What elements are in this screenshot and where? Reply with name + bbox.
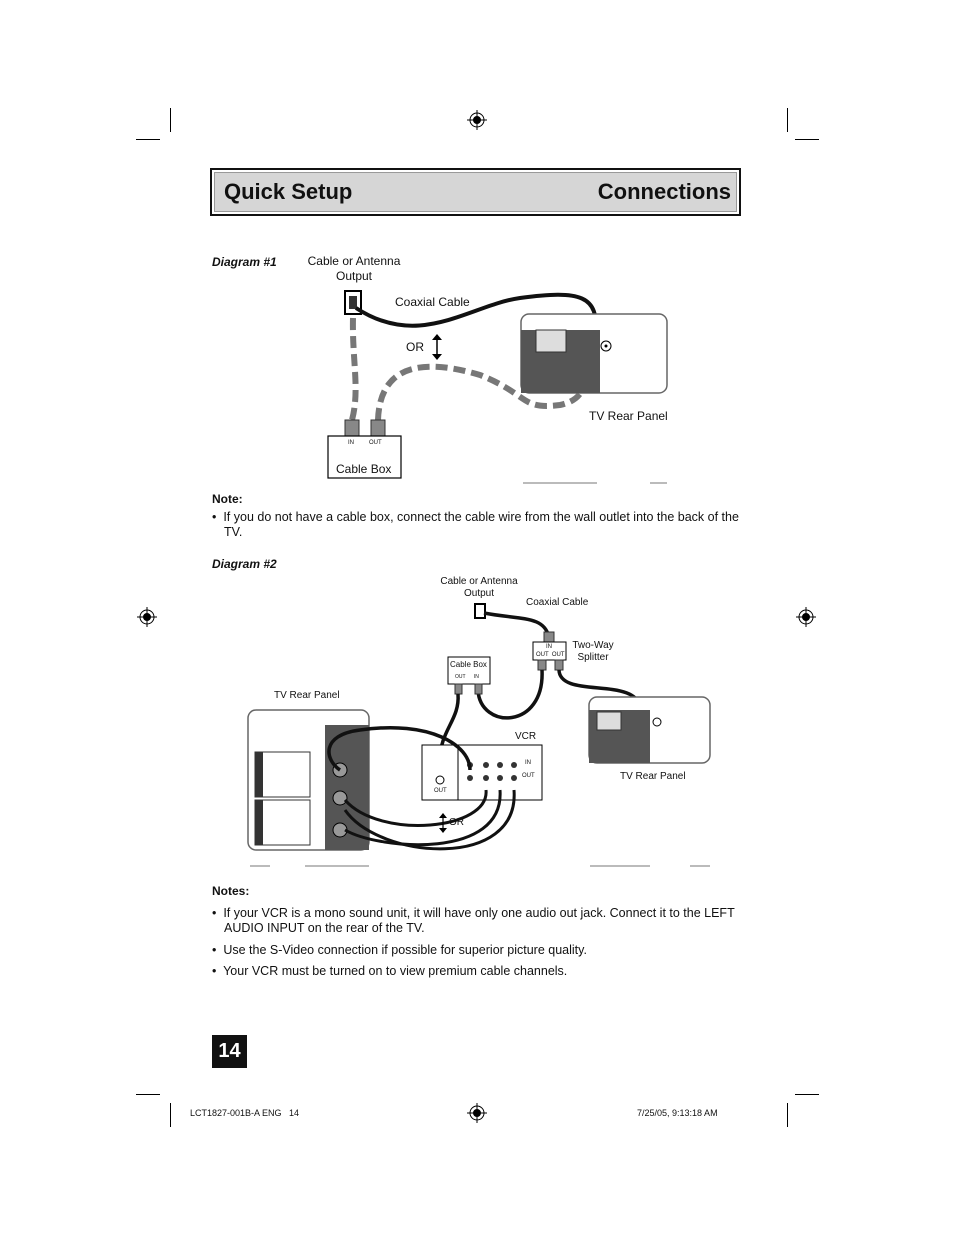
or-label: OR — [406, 340, 424, 354]
up-down-arrow-icon — [432, 354, 442, 360]
notes-heading: Notes: — [212, 884, 250, 898]
dashed-cable-line — [349, 317, 359, 421]
note-heading: Note: — [212, 492, 243, 506]
tv-rear-panel-right-label: TV Rear Panel — [620, 771, 686, 782]
up-down-arrow-icon — [439, 828, 447, 833]
footer-right: 7/25/05, 9:13:18 AM — [637, 1108, 718, 1118]
coaxial-cable-label: Coaxial Cable — [526, 597, 589, 608]
or-label: OR — [449, 817, 464, 828]
registration-mark-icon — [467, 110, 487, 130]
header-left-title: Quick Setup — [224, 179, 353, 204]
cable-box-label: Cable Box — [336, 462, 392, 476]
crop-mark — [787, 108, 788, 132]
registration-mark-icon — [467, 1103, 487, 1123]
crop-mark — [136, 1094, 160, 1095]
cable-antenna-output-label: Cable or Antenna Output — [440, 576, 518, 599]
vcr-icon — [421, 744, 543, 801]
vcr-out-label: OUT — [522, 773, 535, 779]
vcr-label: VCR — [515, 731, 537, 742]
splitter-out-label: OUT OUT — [536, 652, 565, 658]
diagram2-label: Diagram #2 — [212, 557, 277, 571]
note-item: • If you do not have a cable box, connec… — [212, 510, 739, 539]
cable-box-out-label: OUT — [369, 440, 382, 446]
diagram1-label: Diagram #1 — [212, 255, 277, 269]
cable-box-ports-label: OUT IN — [455, 674, 479, 680]
coaxial-cable-line — [354, 292, 598, 336]
registration-mark-icon — [796, 607, 816, 627]
crop-mark — [795, 1094, 819, 1095]
cable-box-icon — [447, 656, 491, 685]
cable-antenna-output-label: Cable or Antenna Output — [307, 254, 401, 283]
note-item: • Your VCR must be turned on to view pre… — [212, 964, 568, 978]
tv-rear-panel-left-label: TV Rear Panel — [274, 690, 340, 701]
cable-box-icon — [327, 435, 402, 479]
cable-box-label: Cable Box — [450, 660, 487, 669]
crop-mark — [170, 108, 171, 132]
note-item: • If your VCR is a mono sound unit, it w… — [212, 906, 735, 935]
tv-rear-panel-label: TV Rear Panel — [589, 409, 668, 423]
page-number: 14 — [212, 1035, 247, 1068]
coaxial-cable-label: Coaxial Cable — [395, 295, 470, 309]
section-header: Quick Setup Connections — [210, 168, 741, 216]
cable-box-in-label: IN — [348, 440, 354, 446]
header-right-title: Connections — [597, 179, 731, 204]
crop-mark — [136, 139, 160, 140]
registration-mark-icon — [137, 607, 157, 627]
two-way-splitter-label: Two-Way Splitter — [572, 640, 614, 663]
wall-outlet-icon — [474, 603, 486, 619]
crop-mark — [787, 1103, 788, 1127]
dashed-cable-line — [375, 358, 588, 421]
crop-mark — [795, 139, 819, 140]
note-item: • Use the S-Video connection if possible… — [212, 943, 587, 957]
splitter-in-label: IN — [546, 644, 552, 650]
vcr-in-label: IN — [525, 760, 531, 766]
two-way-splitter-icon — [532, 641, 567, 661]
crop-mark — [170, 1103, 171, 1127]
vcr-out-left-label: OUT — [434, 788, 447, 794]
footer-left: LCT1827-001B-A ENG 14 — [190, 1108, 300, 1118]
